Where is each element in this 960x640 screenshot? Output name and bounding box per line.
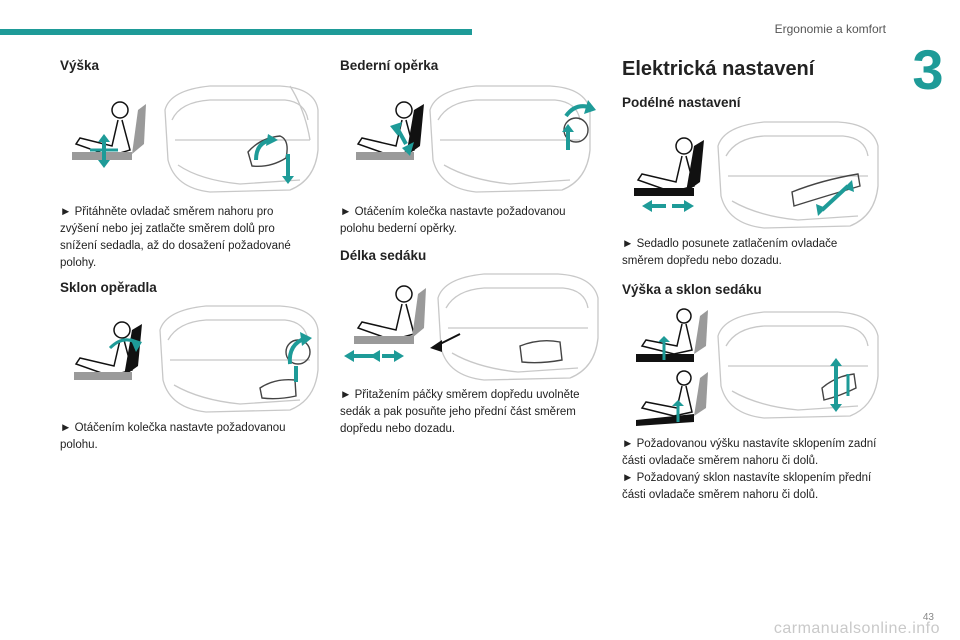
page-number: 43 [922, 612, 934, 623]
heading-seat-height-tilt: Výška a sklon sedáku [622, 282, 762, 297]
paragraph-tilt-front: ► Požadovaný sklon nastavíte sklopením p… [622, 472, 872, 501]
heading-height: Výška [60, 58, 100, 73]
heading-seat-length: Délka sedáku [340, 248, 427, 263]
chapter-number: 3 [912, 38, 944, 101]
heading-lumbar: Bederní opěrka [340, 58, 439, 73]
paragraph-tilt-rear: ► Požadovanou výšku nastavíte sklopením … [622, 438, 877, 467]
figure-seat-length-adjust [344, 273, 599, 381]
heading-longitudinal: Podélné nastavení [622, 95, 741, 110]
paragraph-seat-length: ► Přitažením páčky směrem dopředu uvolně… [340, 389, 580, 435]
section-title: Ergonomie a komfort [774, 22, 886, 36]
paragraph-longitudinal: ► Sedadlo posunete zatlačením ovladače s… [622, 238, 838, 267]
header-accent-bar [0, 29, 472, 35]
figure-longitudinal-adjust [634, 121, 879, 229]
figure-seat-height-tilt [636, 308, 879, 426]
figure-backrest-adjust [74, 305, 319, 413]
figure-lumbar-adjust [356, 85, 596, 193]
figure-height-adjust [72, 85, 319, 193]
paragraph-lumbar: ► Otáčením kolečka nastavte požadovanou … [340, 206, 566, 235]
heading-backrest: Sklon opěradla [60, 280, 157, 295]
watermark: carmanualsonline.info [773, 620, 940, 637]
paragraph-backrest: ► Otáčením kolečka nastavte požadovanou … [60, 422, 286, 451]
heading-electric: Elektrická nastavení [622, 58, 815, 80]
paragraph-height: ► Přitáhněte ovladač směrem nahoru pro z… [60, 206, 291, 269]
